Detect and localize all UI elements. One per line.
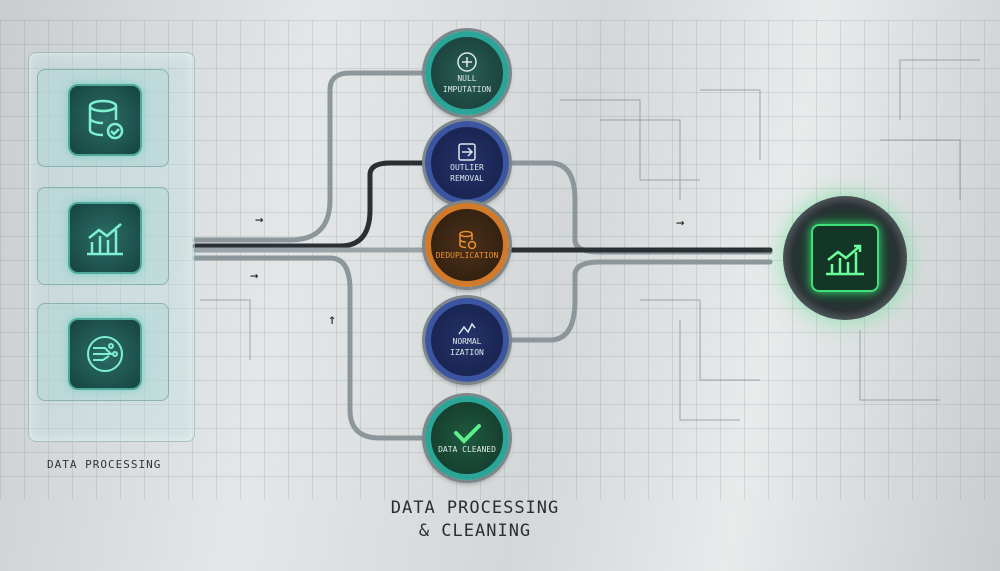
bar-chart-trend-icon <box>68 202 142 274</box>
step-null-imputation[interactable]: NULL IMPUTATION <box>425 31 509 115</box>
source-panel <box>28 52 195 442</box>
flow-arrow: → <box>676 215 685 231</box>
step-label: NORMAL <box>452 337 482 346</box>
checkmark-icon <box>454 423 481 444</box>
bar-chart-trend-icon <box>826 244 864 276</box>
step-data-cleaned[interactable]: DATA CLEANED <box>425 396 509 480</box>
source-card-database[interactable] <box>37 69 169 167</box>
step-normalization[interactable]: NORMAL IZATION <box>425 298 509 382</box>
arrow-box-icon <box>458 143 476 161</box>
title-line-2: & CLEANING <box>418 521 532 541</box>
step-label: IZATION <box>450 348 484 357</box>
flow-arrow: → <box>255 212 264 228</box>
database-check-icon <box>68 84 142 156</box>
source-card-chart[interactable] <box>37 187 169 285</box>
step-label: DATA CLEANED <box>438 444 496 454</box>
output-screen <box>811 224 879 292</box>
source-panel-label: DATA PROCESSING <box>47 458 162 471</box>
pipe <box>192 255 428 441</box>
step-outlier-removal[interactable]: OUTLIER REMOVAL <box>425 121 509 205</box>
trend-line-icon <box>458 322 476 335</box>
flow-arrow: ↑ <box>328 312 337 328</box>
step-label: NULL <box>457 74 477 83</box>
plus-circle-icon <box>457 52 477 72</box>
output-node[interactable] <box>783 196 907 320</box>
step-label: IMPUTATION <box>442 85 492 94</box>
step-label: REMOVAL <box>450 174 484 183</box>
flow-arrow: → <box>250 268 259 284</box>
title-line-1: DATA PROCESSING <box>390 498 560 518</box>
step-label: DEDUPLICATION <box>435 250 499 260</box>
pipe <box>192 70 428 243</box>
database-icon <box>459 230 477 249</box>
pipe <box>507 259 773 343</box>
circuit-chip-icon <box>68 318 142 390</box>
step-label: OUTLIER <box>450 163 484 172</box>
step-deduplication[interactable]: DEDUPLICATION <box>425 203 509 287</box>
pipe <box>192 160 428 249</box>
source-card-circuit[interactable] <box>37 303 169 401</box>
